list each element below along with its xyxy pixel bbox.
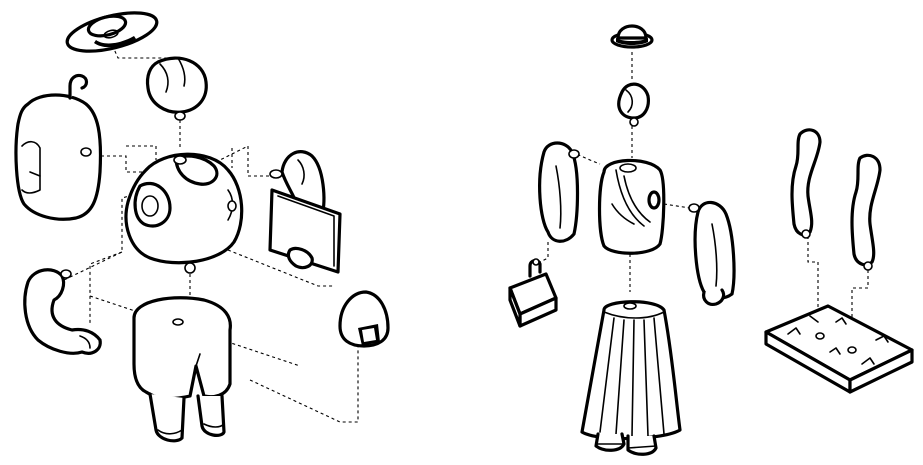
right-figure: [510, 26, 912, 454]
bowler-hat-icon: [612, 26, 652, 47]
bent-arm-icon: [25, 270, 100, 354]
shorts-and-legs-icon: [134, 298, 230, 441]
base-stand-icon: [766, 306, 912, 392]
kimono-torso-icon: [600, 160, 664, 253]
left-figure: [16, 5, 388, 440]
wavy-arm-icon: [792, 130, 880, 270]
round-body-icon: [126, 154, 242, 273]
hakama-skirt-icon: [582, 302, 680, 455]
wide-brim-hat-icon: [63, 5, 160, 58]
backpack-with-hook-icon: [16, 75, 100, 219]
head-icon: [147, 58, 206, 120]
briefcase-icon: [510, 259, 556, 326]
right-sleeve-arm-icon: [689, 202, 734, 304]
rice-ball-icon: [340, 292, 388, 346]
sign-board-icon: [270, 190, 340, 272]
small-head-icon: [619, 84, 649, 126]
left-sleeve-arm-icon: [540, 143, 579, 241]
